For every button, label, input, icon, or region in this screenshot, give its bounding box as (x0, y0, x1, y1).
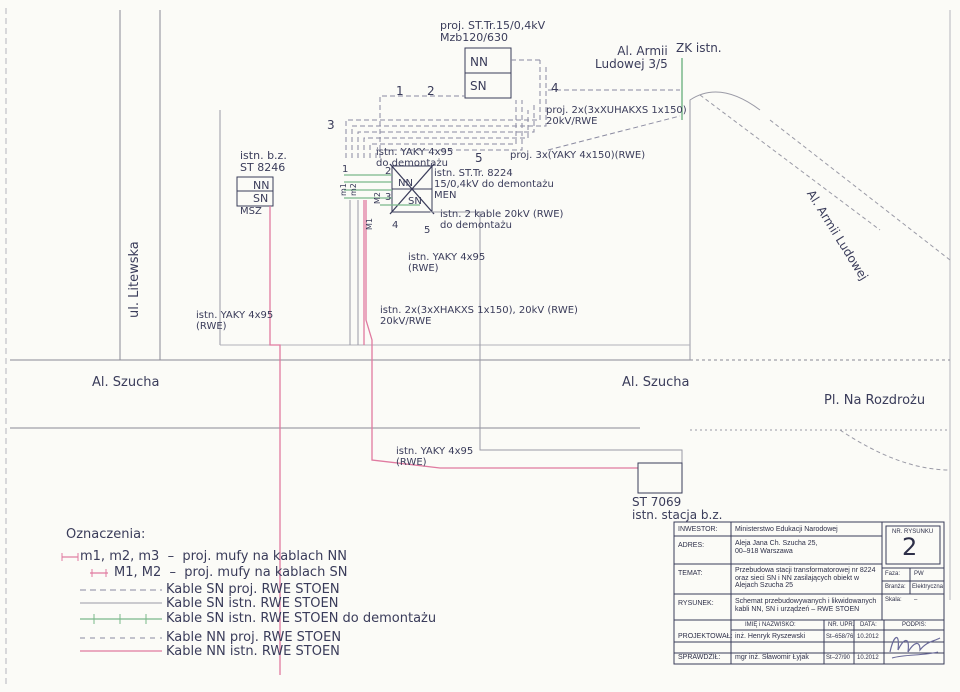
proposed-station-nn: NN (470, 55, 488, 69)
legend-item-sn-istn: Kable SN istn. RWE STOEN (166, 596, 339, 611)
tb-checker-perm: St–27/90 (826, 655, 851, 661)
tb-col-date: DATA: (860, 622, 877, 628)
designer-signature (889, 636, 941, 659)
kable-20kv-label: istn. 2 kable 20kV (RWE) do demontażu (440, 209, 564, 232)
station-8246-label: istn. b.z. ST 8246 (240, 149, 287, 175)
existing-nn-cables (269, 200, 638, 675)
route-number-2-lower: 2 (385, 166, 392, 177)
station-8246-sn: SN (253, 192, 269, 205)
tb-designer-perm: St–658/76 (826, 634, 854, 640)
tb-investor-label: INWESTOR: (678, 526, 718, 533)
street-armii-top: Al. Armii Ludowej 3/5 (595, 44, 668, 72)
legend-item-sn-proj: Kable SN proj. RWE STOEN (166, 582, 340, 597)
station-7069-box (637, 462, 683, 494)
cable-20kv-proposed: proj. 2x(3xXUHAKXS 1x150) 20kV/RWE (546, 105, 687, 128)
route-number-1-lower: 1 (342, 164, 349, 175)
tb-address-label: ADRES: (678, 542, 705, 549)
mufa-M1: M1 (365, 218, 374, 230)
route-number-5: 5 (475, 151, 483, 165)
tb-sheet-no-label: NR. RYSUNKU (892, 529, 934, 535)
station-8224-nn: NN (398, 178, 413, 189)
tb-designer-name: inż. Henryk Ryszewski (735, 633, 806, 640)
street-edge-armii-diag-a (699, 94, 881, 231)
tb-designer-label: PROJEKTOWAŁ: (678, 633, 733, 640)
tb-investor-value: Ministerstwo Edukacji Narodowej (735, 526, 838, 533)
tb-address-value: Aleja Jana Ch. Szucha 25, 00–918 Warszaw… (735, 540, 818, 555)
yaky-demolition-label: istn. YAKY 4x95 do demontażu (376, 147, 454, 170)
proposed-cable-routes (345, 59, 681, 158)
proposed-station-label: proj. ST.Tr.15/0,4kV Mzb120/630 (440, 19, 546, 45)
route-number-3-lower: 3 (385, 192, 392, 203)
legend-item-nn-mufy: m1, m2, m3 – proj. mufy na kablach NN (80, 549, 347, 564)
legend-item-nn-proj: Kable NN proj. RWE STOEN (166, 630, 342, 645)
demolition-cables (344, 174, 420, 206)
street-szucha-left: Al. Szucha (92, 375, 160, 390)
station-8224-sn: SN (408, 196, 422, 207)
tb-col-name: IMIĘ i NAZWISKO: (745, 622, 796, 628)
cable-3x-proposed: proj. 3x(YAKY 4x150)(RWE) (510, 150, 646, 161)
zk-label: ZK istn. (676, 41, 722, 55)
proposed-station-sn: SN (470, 79, 487, 93)
tb-col-perm: NR. UPR. (828, 622, 855, 628)
route-number-5-lower: 5 (424, 225, 431, 236)
mufa-m2: m2 (349, 183, 358, 196)
existing-sn-cables (349, 200, 683, 465)
route-number-2: 2 (427, 84, 435, 98)
tb-phase-label: Faza: (885, 571, 901, 577)
tb-topic-value: Przebudowa stacji transformatorowej nr 8… (735, 567, 876, 590)
yaky-rwe-left-label: istn. YAKY 4x95 (RWE) (196, 310, 274, 333)
street-szucha-right: Al. Szucha (622, 375, 690, 390)
tb-checker-label: SPRAWDZIŁ: (678, 654, 721, 661)
street-edge-armii-diag-b (769, 119, 951, 261)
street-rozdrozu: Pl. Na Rozdrożu (824, 393, 926, 408)
tb-phase-value: PW (914, 571, 924, 577)
legend-title: Oznaczenia: (66, 527, 146, 542)
tb-checker-name: mgr inż. Sławomir Łyjak (735, 654, 809, 661)
tb-topic-label: TEMAT: (678, 570, 703, 577)
mufa-m1: m1 (339, 183, 348, 196)
tb-sheet-no: 2 (902, 533, 918, 561)
tb-designer-date: 10.2012 (857, 634, 879, 640)
mufa-M2: M2 (373, 192, 382, 204)
legend-item-nn-istn: Kable NN istn. RWE STOEN (166, 644, 340, 659)
tb-drawing-label: RYSUNEK: (678, 600, 714, 607)
route-number-4: 4 (551, 81, 559, 95)
title-block-grid (673, 521, 945, 665)
station-8246-nn: NN (253, 179, 270, 192)
tb-branch-value: Elektryczna (912, 584, 944, 590)
legend-swatches (61, 553, 162, 652)
route-number-4-lower: 4 (392, 220, 399, 231)
street-edge-armii-west (689, 91, 761, 360)
station-7069-label: ST 7069 istn. stacja b.z. (632, 495, 723, 523)
tb-checker-date: 10.2012 (857, 655, 879, 661)
tb-scale-value: – (914, 597, 918, 603)
cable-20kv-existing-label: istn. 2x(3xXHAKXS 1x150), 20kV (RWE) 20k… (380, 305, 578, 328)
msz-label: MSZ (240, 206, 262, 217)
route-number-1: 1 (396, 84, 404, 98)
yaky-rwe-mid-label: istn. YAKY 4x95 (RWE) (408, 252, 486, 275)
legend-item-sn-demont: Kable SN istn. RWE STOEN do demontażu (166, 611, 437, 626)
station-8224-cross-b (389, 163, 435, 215)
street-edge-rozdrozu (839, 429, 951, 471)
tb-drawing-value: Schemat przebudowywanych i likwidowanych… (735, 598, 877, 613)
tb-scale-label: Skala: (885, 597, 902, 603)
street-litewska: ul. Litewska (127, 241, 142, 318)
tb-branch-label: Branża: (885, 584, 906, 590)
legend-item-sn-mufy: M1, M2 – proj. mufy na kablach SN (114, 565, 348, 580)
station-8224-label: istn. ST.Tr. 8224 15/0,4kV do demontażu … (434, 168, 554, 202)
route-number-3: 3 (327, 118, 335, 132)
yaky-rwe-bottom-label: istn. YAKY 4x95 (RWE) (396, 446, 474, 469)
tb-col-sign: PODPIS: (902, 622, 927, 628)
